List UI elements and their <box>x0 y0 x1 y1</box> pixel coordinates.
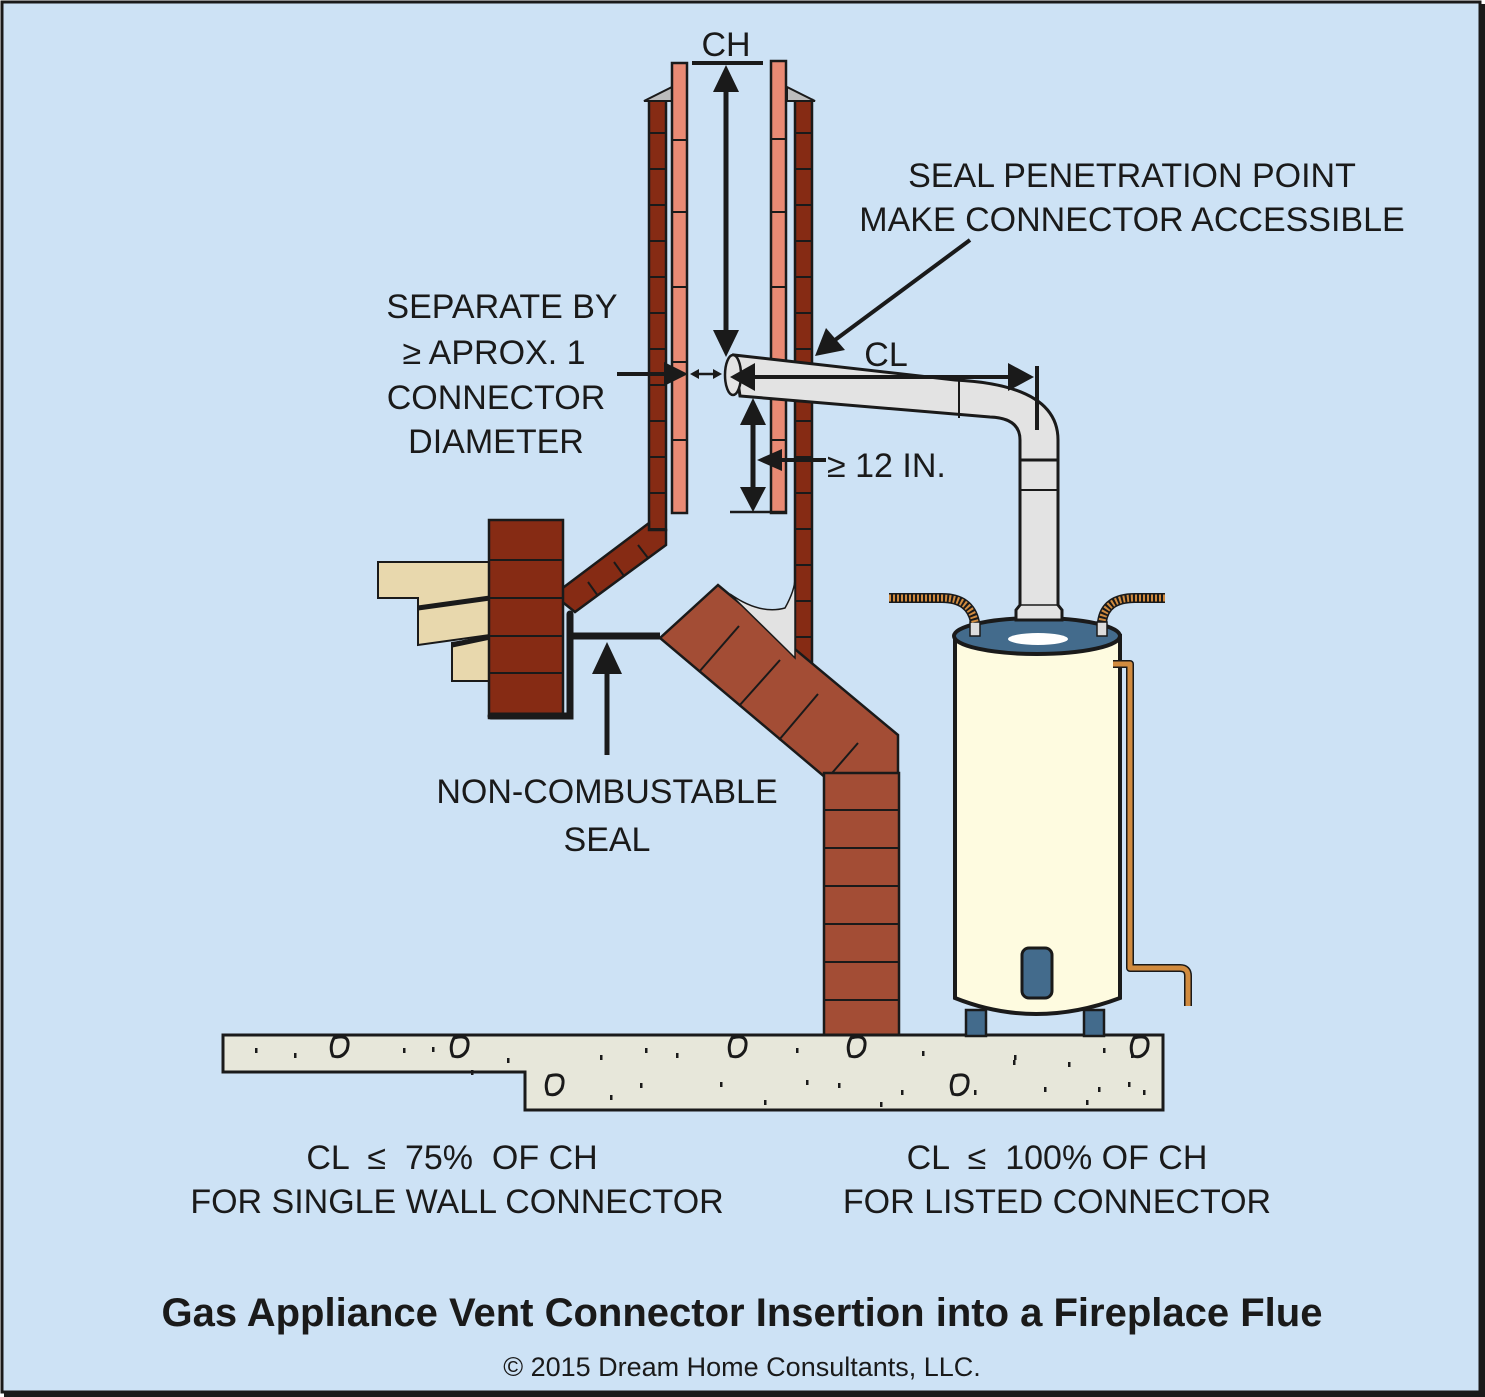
aggregate-speck <box>471 1070 474 1075</box>
rule-single-line2: FOR SINGLE WALL CONNECTOR <box>190 1183 723 1221</box>
aggregate-speck <box>1143 1090 1146 1095</box>
water-fitting-left <box>969 621 981 637</box>
aggregate-speck <box>1103 1048 1106 1053</box>
frame-shadow-bottom <box>4 1392 1485 1397</box>
aggregate-speck <box>1044 1087 1047 1092</box>
aggregate-speck <box>676 1053 679 1058</box>
label-separate-line4: DIAMETER <box>408 423 584 461</box>
chimney-left-wall <box>558 98 668 614</box>
label-seal-point-line2: MAKE CONNECTOR ACCESSIBLE <box>859 201 1404 239</box>
aggregate-speck <box>610 1095 613 1100</box>
water-fitting-right <box>1096 621 1108 637</box>
aggregate-speck <box>720 1082 723 1087</box>
dimension-ch <box>692 61 763 357</box>
aggregate-speck <box>806 1080 809 1085</box>
aggregate-speck <box>1068 1062 1071 1067</box>
rule-single-line1: CL ≤ 75% OF CH <box>306 1139 597 1177</box>
aggregate-stone <box>846 1035 867 1059</box>
label-seal-line2: SEAL <box>564 821 651 859</box>
aggregate-stone <box>1129 1035 1150 1059</box>
lower-chimney-bricks <box>822 771 901 1037</box>
aggregate-stone <box>949 1073 970 1097</box>
heater-body <box>953 634 1122 1016</box>
aggregate-speck <box>294 1053 297 1058</box>
leader-seal-penetration <box>815 238 972 356</box>
aggregate-speck <box>645 1048 648 1053</box>
label-cl: CL <box>864 336 907 374</box>
frame-shadow-right <box>1480 4 1485 1397</box>
dimension-cl <box>730 363 1039 430</box>
aggregate-stone <box>449 1035 470 1059</box>
aggregate-speck <box>1131 1053 1134 1058</box>
aggregate-speck <box>974 1090 977 1095</box>
aggregate-speck <box>1086 1100 1089 1105</box>
label-ch: CH <box>701 26 750 64</box>
label-seal-line1: NON-COMBUSTABLE <box>436 773 777 811</box>
aggregate-speck <box>255 1048 258 1053</box>
label-separate-line2: ≥ APROX. 1 <box>402 334 585 372</box>
diagram-title: Gas Appliance Vent Connector Insertion i… <box>162 1291 1323 1335</box>
aggregate-speck <box>432 1047 435 1052</box>
aggregate-speck <box>403 1048 406 1053</box>
aggregate-speck <box>796 1048 799 1053</box>
aggregate-speck <box>764 1100 767 1105</box>
aggregate-stone <box>727 1035 748 1059</box>
aggregate-speck <box>640 1083 643 1088</box>
flue-liner-right <box>769 59 788 515</box>
aggregate-speck <box>922 1051 925 1056</box>
rule-listed-line1: CL ≤ 100% OF CH <box>907 1139 1208 1177</box>
label-min-height: ≥ 12 IN. <box>827 447 946 485</box>
heater-leg-right <box>1082 1008 1106 1038</box>
leader-seal <box>592 642 622 755</box>
heater-flue-opening <box>1008 633 1068 645</box>
rule-listed-line2: FOR LISTED CONNECTOR <box>843 1183 1271 1221</box>
aggregate-speck <box>838 1083 841 1088</box>
heater-access-panel <box>1020 946 1054 1000</box>
flue-seal-fillet <box>729 577 796 660</box>
firebox-brick-column <box>487 518 565 720</box>
aggregate-stone <box>329 1035 350 1059</box>
dimension-min-insertion <box>730 398 826 514</box>
concrete-floor <box>221 1033 1165 1112</box>
aggregate-speck <box>1098 1087 1101 1092</box>
copyright: © 2015 Dream Home Consultants, LLC. <box>503 1352 981 1382</box>
aggregate-speck <box>1128 1082 1131 1087</box>
label-separate-line1: SEPARATE BY <box>386 288 617 326</box>
aggregate-stone <box>544 1073 565 1097</box>
aggregate-speck <box>507 1058 510 1063</box>
flue-liner-left <box>670 61 689 515</box>
aggregate-speck <box>1014 1055 1017 1060</box>
non-combustible-seal <box>487 610 660 720</box>
aggregate-speck <box>1013 1060 1016 1065</box>
supply-line-right <box>1097 593 1165 623</box>
aggregate-speck <box>600 1055 603 1060</box>
aggregate-speck <box>901 1090 904 1095</box>
label-seal-point-line1: SEAL PENETRATION POINT <box>908 157 1356 195</box>
heater-leg-left <box>964 1008 988 1038</box>
hearth-stones <box>377 561 491 682</box>
vent-connector-pipe <box>723 353 1064 622</box>
dimension-separation <box>617 362 722 386</box>
label-separate-line3: CONNECTOR <box>387 379 606 417</box>
aggregate-speck <box>880 1102 883 1107</box>
